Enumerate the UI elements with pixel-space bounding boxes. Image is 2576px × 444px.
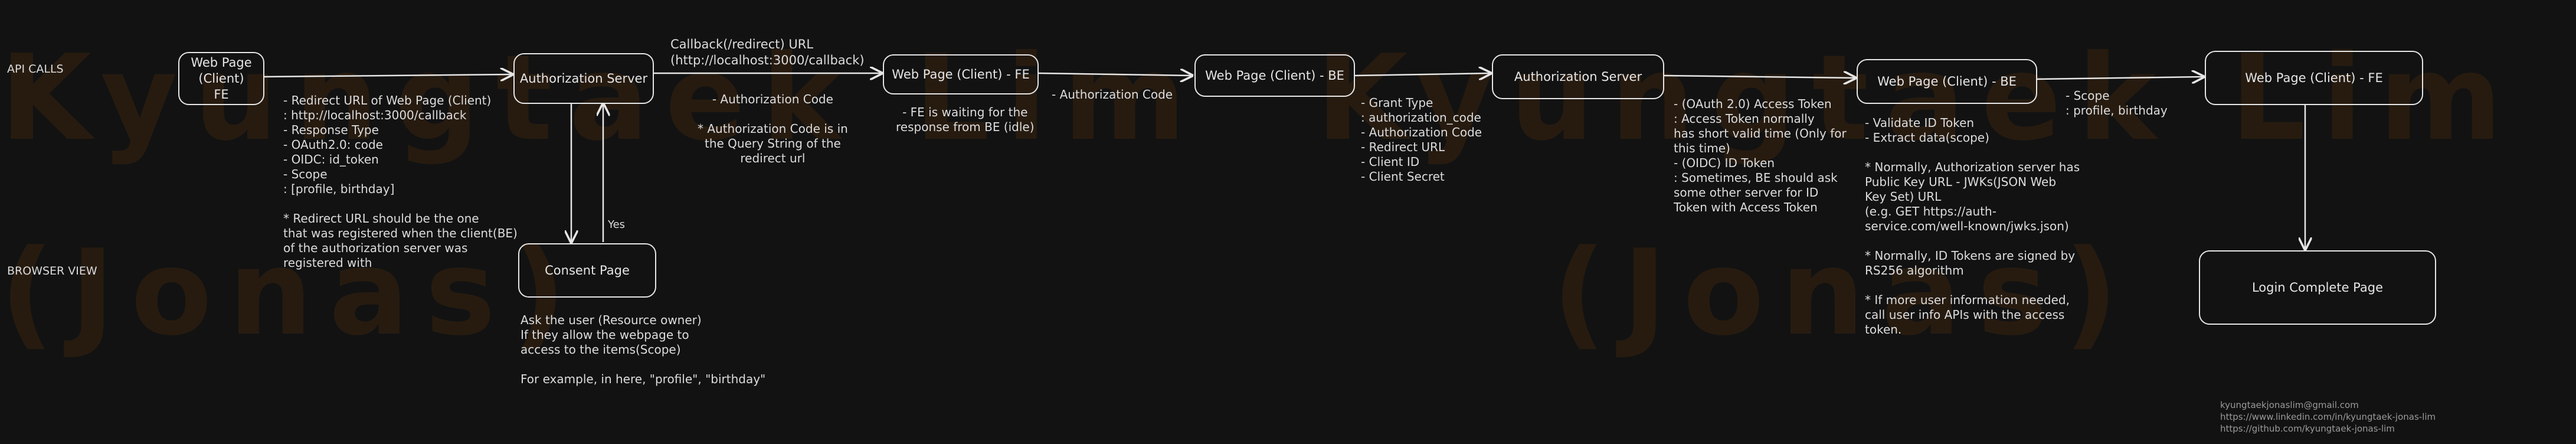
node-client-fe-1[interactable]: Web Page (Client) FE	[178, 52, 264, 105]
lane-browser-view: BROWSER VIEW	[7, 265, 97, 278]
edge-label-yes: Yes	[608, 218, 626, 231]
arrow-fe-to-auth	[263, 74, 512, 77]
lane-api-calls: API CALLS	[7, 63, 64, 76]
note-consent: Ask the user (Resource owner) If they al…	[521, 313, 766, 386]
node-client-fe-3[interactable]: Web Page (Client) - FE	[2205, 51, 2423, 105]
node-client-fe-2[interactable]: Web Page (Client) - FE	[883, 54, 1039, 94]
node-login-complete[interactable]: Login Complete Page	[2199, 250, 2436, 325]
note-scope-out: - Scope : profile, birthday	[2066, 89, 2168, 117]
arrow-fe2-to-be1	[1038, 73, 1192, 76]
note-callback: - Authorization Code * Authorization Cod…	[698, 92, 848, 165]
edge-label-callback-url: Callback(/redirect) URL (http://localhos…	[670, 37, 865, 67]
note-fe-to-be: - Authorization Code	[1052, 87, 1173, 102]
note-fe-waiting: - FE is waiting for the response from BE…	[896, 105, 1035, 134]
arrow-be2-to-fe3	[2037, 77, 2204, 79]
node-client-be-2[interactable]: Web Page (Client) - BE	[1857, 59, 2037, 104]
note-auth-request: - Redirect URL of Web Page (Client) : ht…	[283, 93, 518, 270]
note-be-validate: - Validate ID Token - Extract data(scope…	[1865, 116, 2080, 337]
note-token-response: - (OAuth 2.0) Access Token : Access Toke…	[1674, 97, 1847, 214]
node-auth-server-1[interactable]: Authorization Server	[513, 53, 654, 104]
arrow-be1-to-auth2	[1354, 73, 1491, 76]
arrow-auth2-to-be2	[1664, 76, 1855, 78]
node-auth-server-2[interactable]: Authorization Server	[1492, 54, 1664, 99]
contact-info: kyungtaekjonaslim@gmail.com https://www.…	[2220, 400, 2436, 434]
node-consent-page[interactable]: Consent Page	[518, 243, 656, 298]
note-token-request: - Grant Type : authorization_code - Auth…	[1361, 96, 1482, 184]
node-client-be-1[interactable]: Web Page (Client) - BE	[1194, 54, 1355, 97]
